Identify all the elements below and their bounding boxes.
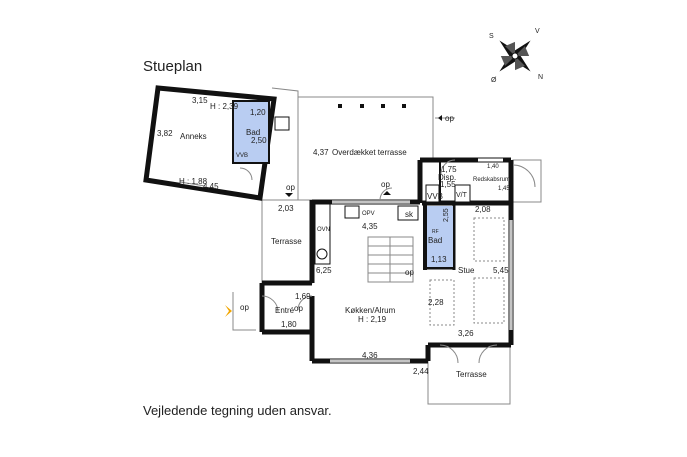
- terrace-s-name: Terrasse: [456, 370, 487, 379]
- annex-bath-fill: [232, 100, 270, 164]
- op-label-terrace: op: [445, 114, 454, 123]
- kitchen-dim-top: 4,35: [362, 222, 378, 231]
- disclaimer: Vejledende tegning uden ansvar.: [143, 403, 332, 418]
- op-label-stairs-bottom: op: [405, 268, 414, 277]
- stue-dim-right: 5,45: [493, 266, 509, 275]
- annex-dim-top: 3,15: [192, 96, 208, 105]
- covered-terrace-name: Overdækket terrasse: [332, 148, 407, 157]
- stue-name: Stue: [458, 266, 475, 275]
- annex-walls: [143, 85, 290, 201]
- covered-terrace-dim: 4,37: [313, 148, 329, 157]
- stue-furniture: [429, 217, 505, 326]
- annex-name: Anneks: [180, 132, 207, 141]
- bath-fill: [427, 206, 453, 267]
- disp-name: Disp.: [438, 173, 456, 182]
- stue-dim-bottom: 3,26: [458, 329, 474, 338]
- op-label-stairs: op: [381, 180, 390, 189]
- annex-bath-dim-right: 2,50: [251, 136, 267, 145]
- terrace-s-dim: 2,44: [413, 367, 429, 376]
- entre-dim-top: 1,69: [295, 292, 311, 301]
- terrace-markers: [338, 104, 406, 108]
- terrace-w-dim: 2,03: [278, 204, 294, 213]
- bath-rf: RF: [432, 229, 439, 235]
- kitchen-ovn: OVN: [317, 227, 330, 233]
- annex-dim-h: H : 2,39: [210, 102, 239, 111]
- terrace-w-name: Terrasse: [271, 237, 302, 246]
- kitchen-opv: OPV: [362, 211, 375, 217]
- annex-bath-vvb: VVB: [236, 153, 248, 159]
- annex-dim-left: 3,82: [157, 129, 173, 138]
- compass-n: N: [538, 74, 543, 81]
- annex-bath-name: Bad: [246, 128, 260, 137]
- entre-dim-bottom: 1,80: [281, 320, 297, 329]
- stue-dim-left: 2,28: [428, 298, 444, 307]
- redskab-name: Redskabsrum: [473, 177, 510, 183]
- window-lines: [330, 201, 512, 362]
- redskab-dim-top: 1,40: [487, 164, 499, 170]
- annex-dim-bottom-h: H : 1,88: [179, 177, 208, 186]
- kitchen-dim-left: 6,25: [316, 266, 332, 275]
- entre-name: Entré: [275, 306, 295, 315]
- kitchen-dim-bottom: 4,36: [362, 351, 378, 360]
- bath-name: Bad: [428, 236, 442, 245]
- stue-dim-top: 2,08: [475, 205, 491, 214]
- annex-dim-bottom: 4,45: [203, 182, 219, 191]
- op-label-entrance: op: [240, 303, 249, 312]
- kitchen-height: H : 2,19: [358, 315, 387, 324]
- disp-vt: V/T: [456, 192, 468, 199]
- annex-bath-dim-top: 1,20: [250, 108, 266, 117]
- compass-s: S: [489, 33, 494, 40]
- op-arrows: [285, 115, 442, 197]
- stairs: [367, 236, 414, 283]
- op-label-annex: op: [286, 183, 295, 192]
- terrace-outlines: [232, 87, 542, 405]
- kitchen-name: Køkken/Alrum: [345, 306, 396, 315]
- doors: [261, 159, 536, 364]
- disp-vvb: VVB: [427, 192, 443, 201]
- bath-dim-bottom: 1,13: [431, 255, 447, 264]
- op-label-entre: op: [294, 304, 303, 313]
- disp-dim-bottom: 1,55: [440, 180, 456, 189]
- compass-o: Ø: [491, 77, 497, 84]
- kitchen-fixtures: [314, 203, 419, 265]
- bath-dim-right: 2,55: [443, 208, 450, 222]
- entrance-arrow: [225, 305, 232, 317]
- disp-dim-top: 1,75: [441, 165, 457, 174]
- kitchen-sk: sk: [405, 210, 414, 219]
- plan-title: Stueplan: [143, 58, 203, 75]
- compass-v: V: [535, 28, 540, 35]
- redskab-dim-bottom: 1,45: [498, 186, 510, 192]
